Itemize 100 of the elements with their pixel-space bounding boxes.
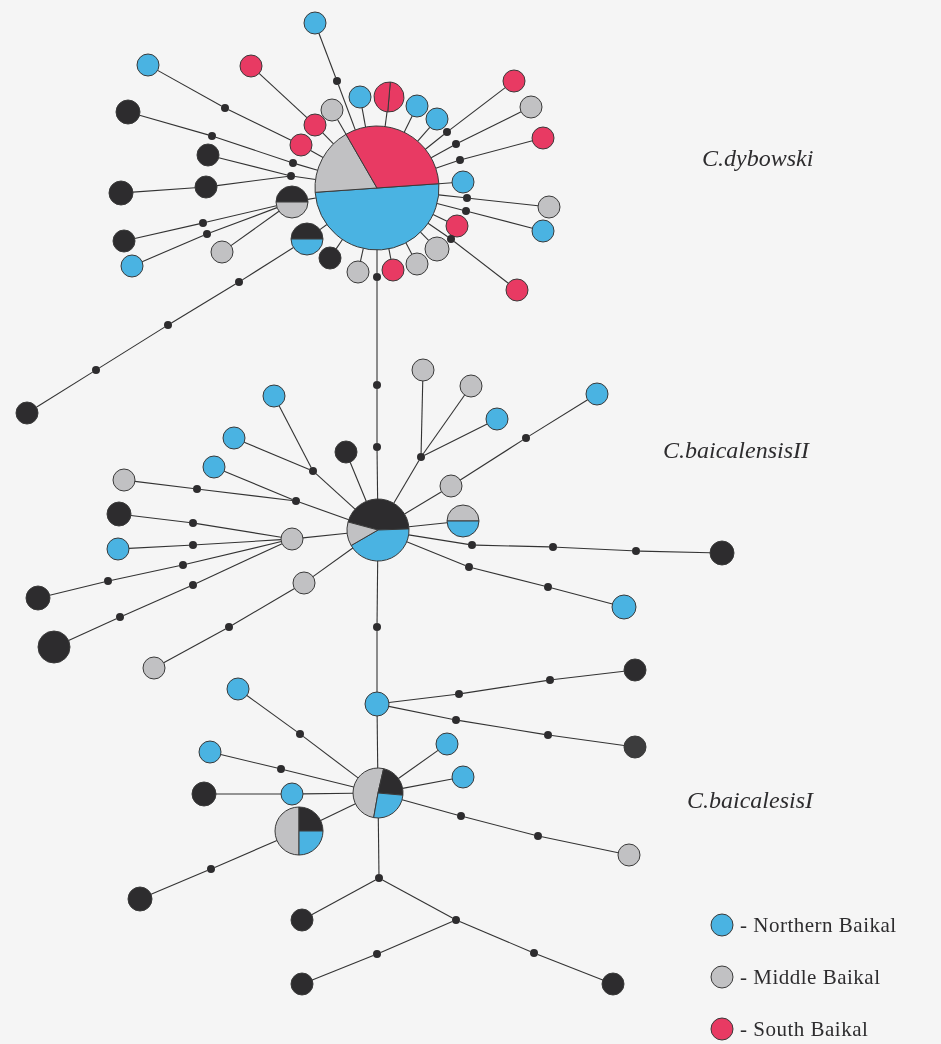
median-vector-dot [91,365,101,375]
haplotype-circle [531,219,555,243]
connector-line [243,441,310,470]
connector-line [528,399,589,437]
connector-line [472,567,545,587]
haplotype-pie-chart [290,222,324,256]
median-vector-dot [288,158,298,168]
connector-line [337,84,356,131]
haplotype-circle [318,246,342,270]
connector-line [258,72,308,119]
connector-line [388,693,456,704]
connector-line [216,175,288,187]
connector-line [459,921,531,952]
haplotype-circle [537,195,561,219]
median-vector-dot [451,139,461,149]
median-vector-dot [234,277,244,287]
connector-line [459,439,524,481]
connector-line [406,541,466,567]
connector-line [134,223,200,240]
haplotype-circle [585,382,609,406]
connector-line [49,581,105,596]
haplotype-circle [502,69,526,93]
median-vector-dot [372,949,382,959]
haplotype-circle [617,843,641,867]
haplotype-circle [226,677,250,701]
connector-line [417,126,431,142]
connector-line [459,720,545,735]
haplotype-circle [451,765,475,789]
connector-line [322,132,335,145]
haplotype-circle [405,252,429,276]
connector-line [228,109,292,141]
connector-line [361,107,367,128]
haplotype-circle [112,468,136,492]
connector-line [453,240,509,284]
haplotype-circle [112,229,136,253]
connector-line [402,778,453,789]
connector-line [376,249,378,274]
connector-line [163,628,227,664]
haplotype-circle [348,85,372,109]
connector-line [128,544,190,549]
haplotype-circle [451,170,475,194]
connector-line [377,817,380,875]
connector-line [157,69,223,107]
connector-line [401,799,458,816]
haplotype-circle [136,53,160,77]
connector-line [241,247,295,281]
connector-line [336,119,347,135]
connector-line [284,769,355,788]
connector-line [553,670,625,681]
haplotype-pie-chart [274,806,324,856]
haplotype-pie-chart [275,185,309,219]
connector-line [408,534,469,545]
haplotype-circle [320,98,344,122]
haplotype-circle [459,374,483,398]
connector-line [639,550,711,554]
connector-line [296,163,319,171]
median-vector-dot [462,193,472,203]
median-vector-dot [521,433,531,443]
haplotype-circle [445,214,469,238]
haplotype-circle [485,407,509,431]
connector-line [424,133,445,150]
haplotype-circle [405,94,429,118]
connector-line [469,211,533,229]
median-vector-dot [631,546,641,556]
haplotype-circle [519,95,543,119]
connector-line [427,222,449,238]
haplotype-circle [623,735,647,759]
connector-line [223,470,293,501]
haplotype-circle [531,126,555,150]
median-vector-dot [543,582,553,592]
haplotype-circle [262,384,286,408]
connector-line [376,388,378,444]
connector-line [384,111,388,128]
haplotype-pie-chart [446,504,480,538]
connector-line [419,231,430,241]
connector-line [475,544,550,548]
median-vector-dot [295,729,305,739]
connector-line [405,242,413,255]
median-vector-dot [464,562,474,572]
connector-line [381,879,454,919]
connector-line [220,754,278,769]
connector-line [349,461,367,502]
haplotype-pie-chart [373,81,405,113]
connector-line [438,194,464,199]
median-vector-dot [115,612,125,622]
connector-line [388,248,392,260]
connector-line [449,87,506,131]
connector-line [186,541,282,565]
legend-label: - South Baikal [740,1016,869,1042]
median-vector-dot [103,576,113,586]
connector-line [231,588,296,626]
haplotype-circle [709,540,735,566]
connector-line [551,587,613,605]
haplotype-circle [424,236,450,262]
median-vector-dot [454,689,464,699]
connector-line [111,565,180,581]
haplotype-circle [623,658,647,682]
median-vector-dot [461,206,471,216]
haplotype-circle [108,180,134,206]
connector-line [537,953,604,981]
